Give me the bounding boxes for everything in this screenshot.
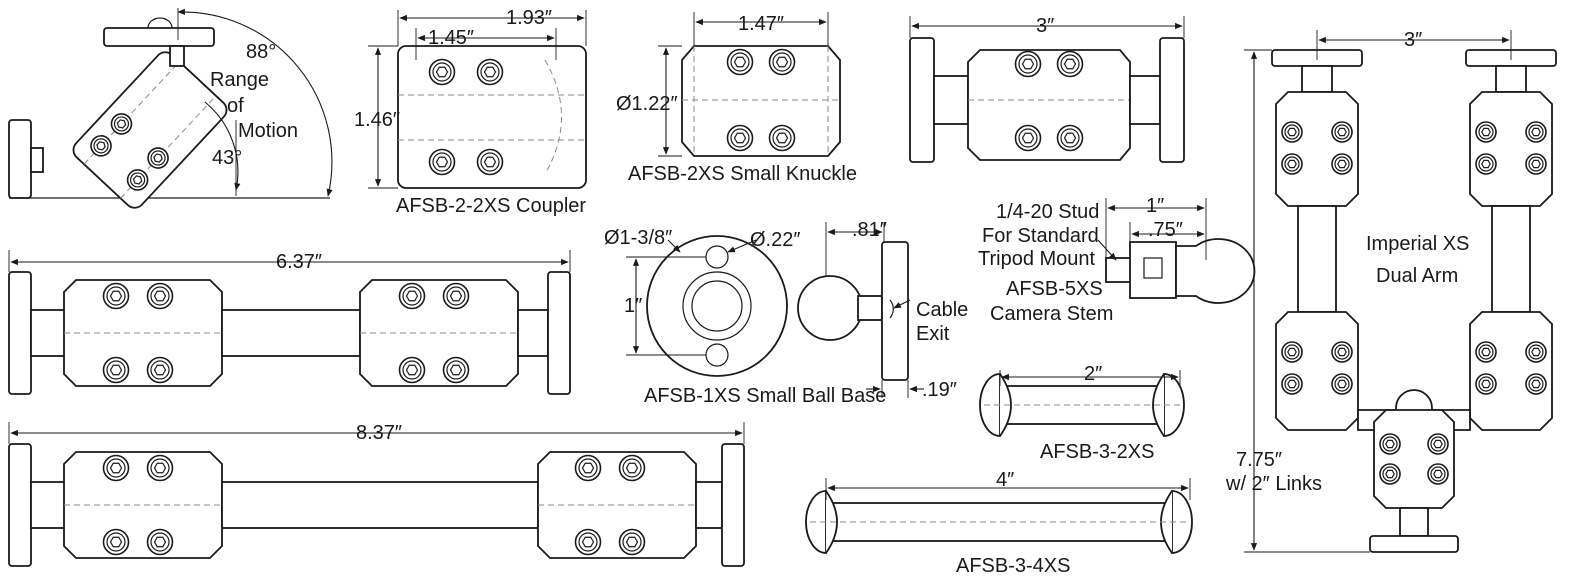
coupler-height-dim: 1.46″ bbox=[354, 109, 400, 131]
ball-base-thickness-dim: .19″ bbox=[922, 379, 957, 401]
of-label: of bbox=[227, 95, 244, 117]
knuckle-width-dim: 1.47″ bbox=[738, 13, 784, 35]
coupler-overall-dim: 1.93″ bbox=[506, 7, 552, 29]
ball-base-height-dim: .81″ bbox=[852, 219, 887, 241]
stem-name-1: AFSB-5XS bbox=[1006, 278, 1103, 300]
link-4-name: AFSB-3-4XS bbox=[956, 555, 1070, 577]
stem-inner-dim: .75″ bbox=[1148, 219, 1183, 241]
stem-overall-dim: 1″ bbox=[1146, 195, 1164, 217]
knuckle-view: 1.47″ Ø1.22″ AFSB-2XS Small Knuckle bbox=[616, 12, 857, 185]
dual-arm-name-1: Imperial XS bbox=[1366, 233, 1469, 255]
knuckle-dia-dim: Ø1.22″ bbox=[616, 93, 678, 115]
range-label: Range bbox=[210, 69, 269, 91]
dual-arm-height-note: w/ 2″ Links bbox=[1225, 473, 1322, 495]
exit-label: Exit bbox=[916, 323, 950, 345]
angle-43-label: 43° bbox=[212, 147, 242, 169]
camera-stem-view: 1″ .75″ 1/4-20 Stud For Standard Tripod … bbox=[978, 195, 1256, 325]
arm-637-view: 6.37″ bbox=[8, 250, 571, 395]
link-2-view: 2″ AFSB-3-2XS bbox=[979, 363, 1185, 463]
angle-88-label: 88° bbox=[246, 41, 276, 63]
stud-label-3: Tripod Mount bbox=[978, 248, 1096, 270]
ball-base-view: Ø1-3/8″ Ø.22″ 1″ .81″ .19″ Cable Exit AF… bbox=[604, 219, 968, 407]
link-4-view: 4″ AFSB-3-4XS bbox=[805, 469, 1193, 577]
short-arm-dim: 3″ bbox=[1036, 15, 1054, 37]
motion-label: Motion bbox=[238, 120, 298, 142]
dual-arm-spacing-dim: 3″ bbox=[1404, 29, 1422, 51]
coupler-name: AFSB-2-2XS Coupler bbox=[396, 195, 586, 217]
knuckle-name: AFSB-2XS Small Knuckle bbox=[628, 163, 857, 185]
arm-837-view: 8.37″ bbox=[8, 422, 745, 567]
dual-arm-name-2: Dual Arm bbox=[1376, 265, 1458, 287]
arm-637-dim: 6.37″ bbox=[276, 251, 322, 273]
coupler-view: 1.93″ 1.45″ 1.46″ AFSB-2-2XS Coupler bbox=[354, 7, 587, 217]
dual-arm-height-dim: 7.75″ bbox=[1236, 449, 1282, 471]
ball-base-hole-spacing: 1″ bbox=[624, 295, 642, 317]
link-4-dim: 4″ bbox=[996, 469, 1014, 491]
dual-arm-view: 3″ 7.75″ w/ 2″ Links Imperial XS Dual Ar… bbox=[1225, 29, 1557, 553]
range-of-motion-view: 88° Range of Motion 43° bbox=[8, 8, 333, 209]
stem-name-2: Camera Stem bbox=[990, 303, 1113, 325]
short-arm-view: 3″ bbox=[909, 15, 1185, 163]
ball-base-flange-dia: Ø1-3/8″ bbox=[604, 227, 672, 249]
link-2-dim: 2″ bbox=[1084, 363, 1102, 385]
arm-837-dim: 8.37″ bbox=[356, 422, 402, 444]
ball-base-name: AFSB-1XS Small Ball Base bbox=[644, 385, 886, 407]
stud-label-1: 1/4-20 Stud bbox=[996, 201, 1099, 223]
ball-base-hole-dia: Ø.22″ bbox=[750, 229, 800, 251]
cable-label: Cable bbox=[916, 299, 968, 321]
coupler-inner-dim: 1.45″ bbox=[428, 27, 474, 49]
link-2-name: AFSB-3-2XS bbox=[1040, 441, 1154, 463]
stud-label-2: For Standard bbox=[982, 225, 1099, 247]
